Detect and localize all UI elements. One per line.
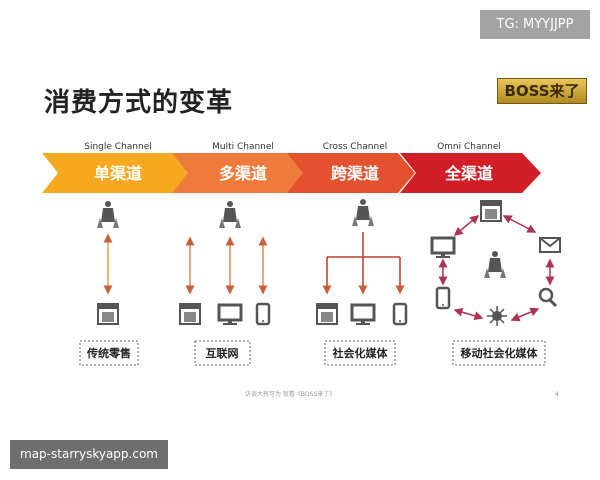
shopper-icon xyxy=(97,201,119,228)
watermark-top: TG: MYYJJPP xyxy=(480,10,590,39)
store-icon xyxy=(316,303,338,325)
mail-icon xyxy=(539,237,561,253)
channel-en-label: Multi Channel xyxy=(212,142,274,152)
monitor-icon xyxy=(217,303,243,327)
shopper-icon xyxy=(219,201,241,228)
channel-en-label: Single Channel xyxy=(84,142,151,152)
footer-text: 访谈大有可为 就看《BOSS来了》 xyxy=(245,390,335,398)
page-number: 4 xyxy=(555,391,559,398)
search-icon xyxy=(538,287,558,308)
omni-connections xyxy=(438,215,555,322)
channel-zh-label: 单渠道 xyxy=(94,164,142,183)
shopper-icon xyxy=(484,251,506,278)
phone-icon xyxy=(255,302,271,326)
store-icon xyxy=(97,303,119,325)
label-traditional-retail: 传统零售 xyxy=(86,346,131,360)
channel-arrow-single: Single Channel 单渠道 xyxy=(42,142,197,193)
channel-arrow-cross: Cross Channel 跨渠道 xyxy=(287,142,415,193)
store-icon xyxy=(179,303,201,325)
phone-icon xyxy=(392,302,408,326)
store-icon xyxy=(480,200,502,222)
channel-en-label: Omni Channel xyxy=(437,142,501,152)
channel-en-label: Cross Channel xyxy=(323,142,387,152)
channel-zh-label: 全渠道 xyxy=(444,164,493,183)
shopper-icon xyxy=(352,199,374,226)
boss-logo: BOSS来了 xyxy=(497,78,587,104)
label-internet: 互联网 xyxy=(206,346,239,360)
social-network-icon xyxy=(487,306,507,326)
channel-arrow-multi: Multi Channel 多渠道 xyxy=(172,142,309,193)
channel-zh-label: 跨渠道 xyxy=(331,164,379,183)
label-boxes xyxy=(79,340,546,366)
watermark-bottom: map-starryskyapp.com xyxy=(10,440,168,469)
monitor-icon xyxy=(430,236,456,260)
label-mobile-social-media: 移动社会化媒体 xyxy=(461,346,539,360)
phone-icon xyxy=(435,286,451,310)
monitor-icon xyxy=(350,303,376,327)
label-social-media: 社会化媒体 xyxy=(332,346,389,360)
page-title: 消费方式的变革 xyxy=(44,88,234,118)
channel-arrow-omni: Omni Channel 全渠道 xyxy=(400,142,541,193)
channel-zh-label: 多渠道 xyxy=(219,164,267,183)
